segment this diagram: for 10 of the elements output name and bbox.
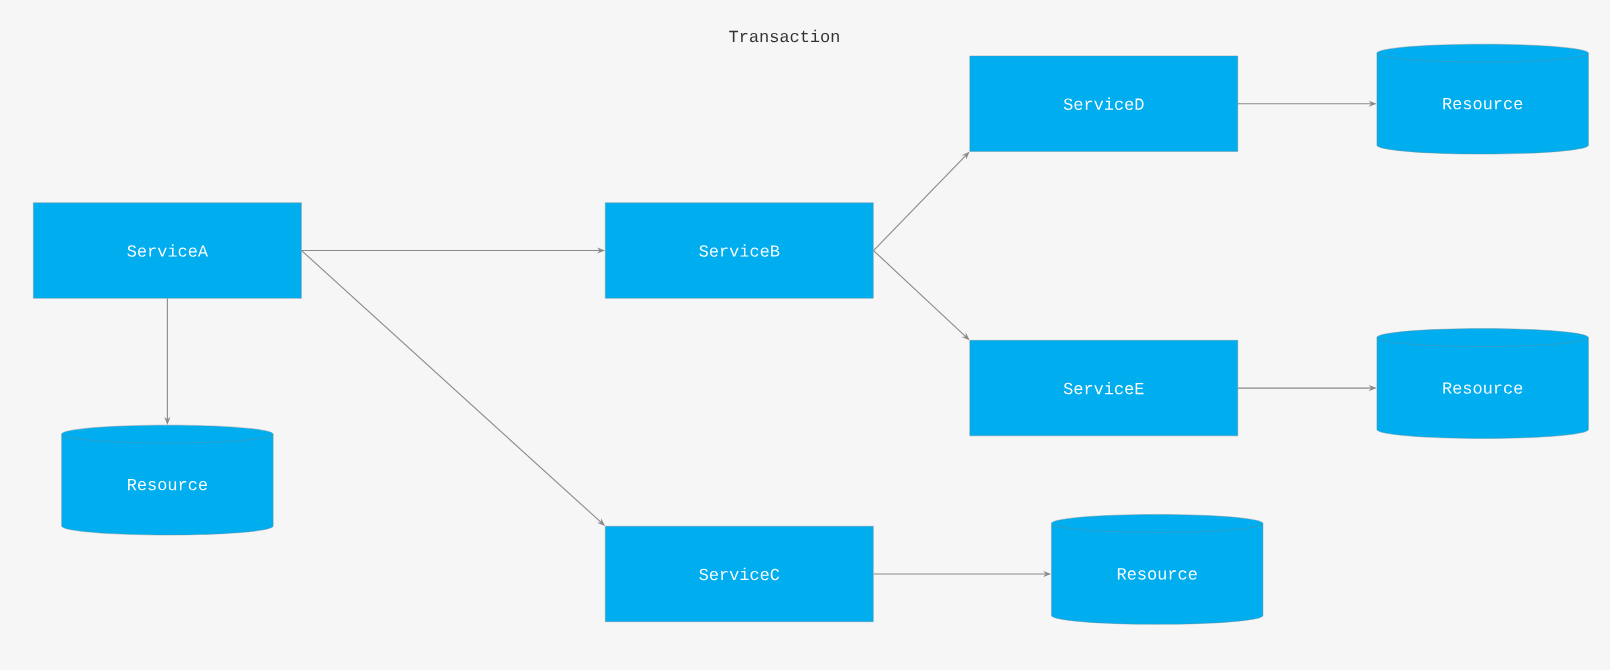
service-box: ServiceC <box>605 526 874 622</box>
service-box: ServiceB <box>605 202 874 299</box>
title: Transaction <box>729 29 839 43</box>
database-cylinder: Resource <box>1051 514 1264 625</box>
service-box: ServiceD <box>969 55 1238 152</box>
service-box: ServiceA <box>33 202 302 299</box>
database-cylinder: Resource <box>1376 44 1589 155</box>
database-cylinder: Resource <box>61 424 274 536</box>
database-cylinder: Resource <box>1376 328 1589 439</box>
service-box: ServiceE <box>969 340 1238 437</box>
